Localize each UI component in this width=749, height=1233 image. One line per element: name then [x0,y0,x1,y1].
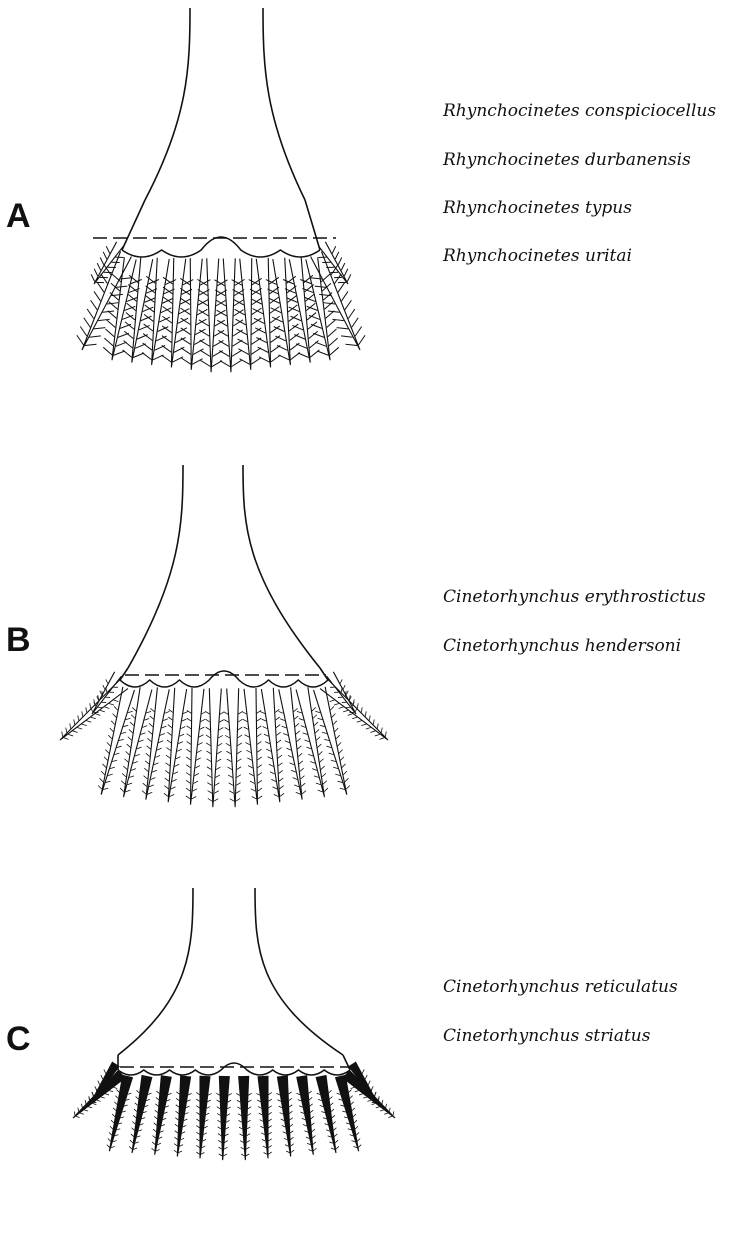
seta [177,1075,190,1156]
species-label: Rhynchocinetes durbanensis [443,152,691,169]
seta [297,1075,314,1155]
seta [209,688,221,807]
telson-right-corner [343,1055,350,1070]
species-label: Rhynchocinetes uritai [443,248,632,265]
telson-right-corner [305,200,320,250]
seta [171,258,185,367]
species-label: Rhynchocinetes conspiciocellus [443,103,716,120]
seta [132,1075,152,1153]
seta-barbs [98,706,132,789]
seta [101,687,134,795]
seta [244,688,257,805]
telson-left-margin [145,8,190,200]
telson-right-margin [255,888,343,1055]
telson-drawing-c [73,888,395,1160]
panel-label-a: A [6,199,31,233]
species-label: Cinetorhynchus striatus [443,1028,650,1045]
seta-barbs [232,278,262,364]
seta [239,1076,249,1160]
telson-left-margin [128,465,183,668]
seta-barbs [180,278,210,364]
seta [112,257,136,360]
panel-label-b: B [6,623,31,657]
telson-posterior-margin [122,237,320,257]
seta [277,1075,290,1156]
seta [219,1076,229,1160]
seta [227,688,239,807]
seta [306,257,330,360]
species-label: Cinetorhynchus hendersoni [443,638,681,655]
telson-right-margin [263,8,305,200]
seta [314,687,347,795]
seta [261,688,279,802]
panel-label-c: C [6,1022,31,1056]
telson-left-margin [118,888,193,1055]
seta [316,1075,336,1153]
telson-drawing-a [77,8,365,372]
seta [168,688,186,802]
telson-posterior-margin [118,1063,350,1075]
telson-right-corner [320,668,328,680]
telson-posterior-margin [120,671,328,687]
telson-right-margin [243,465,320,668]
seta [191,688,204,805]
seta [146,687,169,799]
telson-drawing-b [60,465,388,807]
seta [155,1075,172,1155]
telson-left-corner [120,668,128,680]
seta [256,258,270,367]
telson-left-corner [122,200,145,250]
seta-barbs [315,706,349,789]
species-label: Cinetorhynchus erythrostictus [443,589,706,606]
species-label: Cinetorhynchus reticulatus [443,979,678,996]
seta-barbs [205,711,224,801]
seta [279,687,302,799]
species-label: Rhynchocinetes typus [443,200,632,217]
seta-barbs [224,711,243,801]
